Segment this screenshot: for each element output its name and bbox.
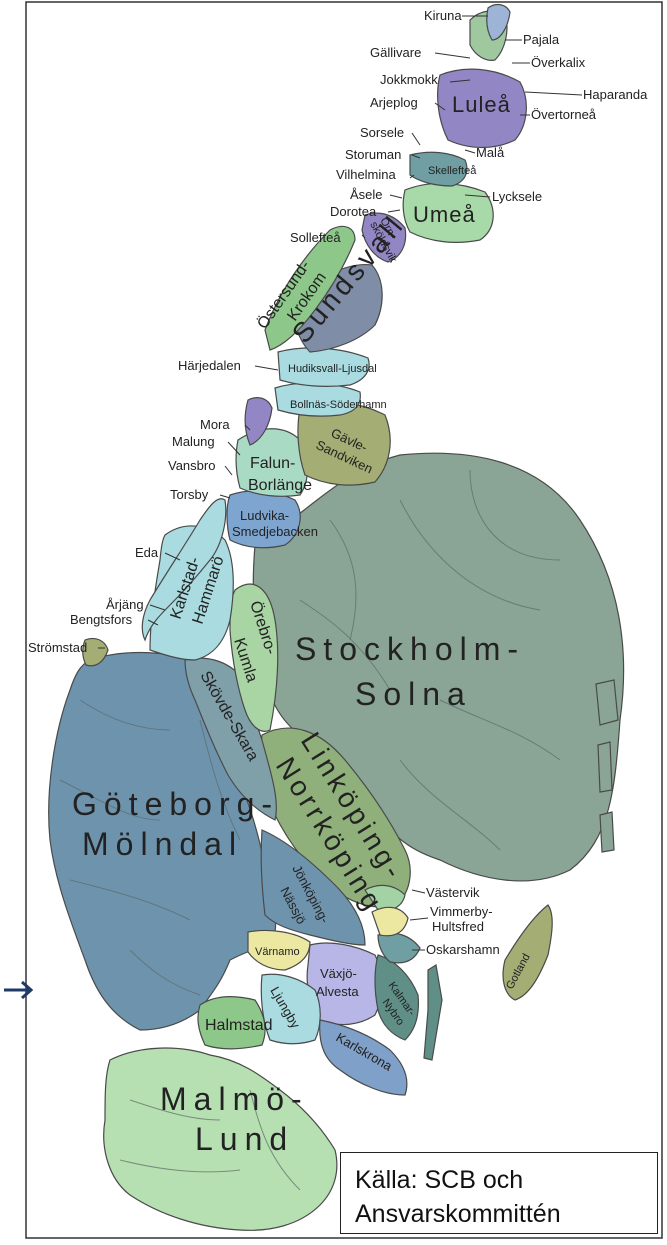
callout-leaders bbox=[98, 15, 583, 951]
callout-dorotea: Dorotea bbox=[330, 204, 377, 219]
label-goteborg-2: Mölndal bbox=[82, 826, 243, 862]
stockholm-island-2 bbox=[597, 741, 613, 793]
source-box: Källa: SCB och Ansvarskommittén bbox=[340, 1152, 658, 1234]
label-bollnas: Bollnäs-Söderhamn bbox=[290, 399, 387, 411]
label-ludvika-1: Ludvika- bbox=[240, 508, 289, 523]
source-line-2: Ansvarskommittén bbox=[355, 1200, 561, 1228]
callout-vansbro: Vansbro bbox=[168, 458, 215, 473]
callout-lycksele: Lycksele bbox=[492, 189, 542, 204]
region-halmstad bbox=[197, 996, 266, 1050]
oland-island bbox=[423, 964, 443, 1061]
callout-vastervik: Västervik bbox=[426, 885, 480, 900]
label-varnamo: Värnamo bbox=[255, 946, 300, 958]
label-ludvika-2: Smedjebacken bbox=[232, 524, 318, 539]
region-gotland bbox=[502, 904, 553, 1001]
label-malmo-2: Lund bbox=[195, 1121, 294, 1157]
callout-stromstad: Strömstad bbox=[28, 640, 87, 655]
source-line-1: Källa: SCB och bbox=[355, 1166, 524, 1194]
region-falun bbox=[235, 428, 309, 497]
label-skelleftea: Skellefteå bbox=[428, 165, 477, 177]
callout-malung: Malung bbox=[172, 434, 215, 449]
region-vimmerby bbox=[371, 906, 409, 937]
region-mora bbox=[244, 397, 273, 446]
region-skelleftea bbox=[409, 151, 468, 187]
region-ornskoldsvik bbox=[361, 212, 407, 263]
region-lulea bbox=[437, 68, 527, 149]
callout-vimmerby-1: Vimmerby- bbox=[430, 904, 493, 919]
callout-eda: Eda bbox=[135, 545, 159, 560]
region-ljungby bbox=[260, 973, 321, 1045]
label-goteborg-1: Göteborg- bbox=[72, 786, 279, 822]
region-ostersund bbox=[264, 225, 356, 351]
label-hudiksvall: Hudiksvall-Ljusdal bbox=[288, 363, 377, 375]
region-karlstad bbox=[149, 525, 234, 661]
callout-overtornea: Övertorneå bbox=[531, 107, 597, 122]
region-varnamo bbox=[247, 929, 311, 971]
callout-solleftea: Sollefteå bbox=[290, 230, 341, 245]
callout-pajala: Pajala bbox=[523, 32, 560, 47]
callout-arjeplog: Arjeplog bbox=[370, 95, 418, 110]
label-vaxjo-1: Växjö- bbox=[320, 966, 357, 981]
label-stockholm-2: Solna bbox=[355, 676, 472, 712]
label-lulea: Luleå bbox=[452, 92, 511, 117]
region-karlskrona bbox=[319, 1019, 408, 1096]
callout-labels: Kiruna Pajala Gällivare Överkalix Jokkmo… bbox=[28, 8, 648, 957]
region-stromstad bbox=[82, 637, 109, 667]
callout-oskarshamn: Oskarshamn bbox=[426, 942, 500, 957]
region-kiruna bbox=[486, 3, 511, 41]
region-oskarshamn bbox=[377, 932, 421, 964]
label-malmo-1: Malmö- bbox=[160, 1081, 309, 1117]
callout-harjedalen: Härjedalen bbox=[178, 358, 241, 373]
region-orebro bbox=[229, 583, 279, 732]
label-stockholm-1: Stockholm- bbox=[295, 631, 525, 667]
region-jonkoping bbox=[260, 829, 366, 946]
callout-kiruna: Kiruna bbox=[424, 8, 462, 23]
label-vaxjo-2: Alvesta bbox=[316, 984, 359, 999]
callout-vimmerby-2: Hultsfred bbox=[432, 919, 484, 934]
goteborg-inner-lines bbox=[59, 699, 241, 996]
label-falun-1: Falun- bbox=[250, 455, 295, 472]
callout-mora: Mora bbox=[200, 417, 230, 432]
label-umea: Umeå bbox=[413, 202, 476, 227]
label-halmstad: Halmstad bbox=[205, 1017, 273, 1034]
callout-bengtsfors: Bengtsfors bbox=[70, 612, 133, 627]
callout-mala: Malå bbox=[476, 145, 505, 160]
callout-vilhelmina: Vilhelmina bbox=[336, 167, 397, 182]
label-falun-2: Borlänge bbox=[248, 477, 312, 494]
callout-arjang: Årjäng bbox=[106, 597, 144, 612]
callout-jokkmokk: Jokkmokk bbox=[380, 72, 438, 87]
malmo-inner-lines bbox=[119, 1089, 301, 1191]
region-kalmar bbox=[374, 954, 420, 1041]
stockholm-inner-lines bbox=[299, 469, 561, 851]
region-dalarna-strip bbox=[141, 498, 227, 642]
callout-storuman: Storuman bbox=[345, 147, 401, 162]
callout-gallivare: Gällivare bbox=[370, 45, 421, 60]
callout-overkalix: Överkalix bbox=[531, 55, 586, 70]
arrow-icon bbox=[4, 980, 34, 1000]
callout-asele: Åsele bbox=[350, 187, 383, 202]
region-malmo bbox=[103, 1047, 338, 1231]
callout-haparanda: Haparanda bbox=[583, 87, 648, 102]
stockholm-island-3 bbox=[599, 811, 615, 853]
callout-sorsele: Sorsele bbox=[360, 125, 404, 140]
stockholm-island-1 bbox=[595, 679, 619, 726]
callout-torsby: Torsby bbox=[170, 487, 209, 502]
